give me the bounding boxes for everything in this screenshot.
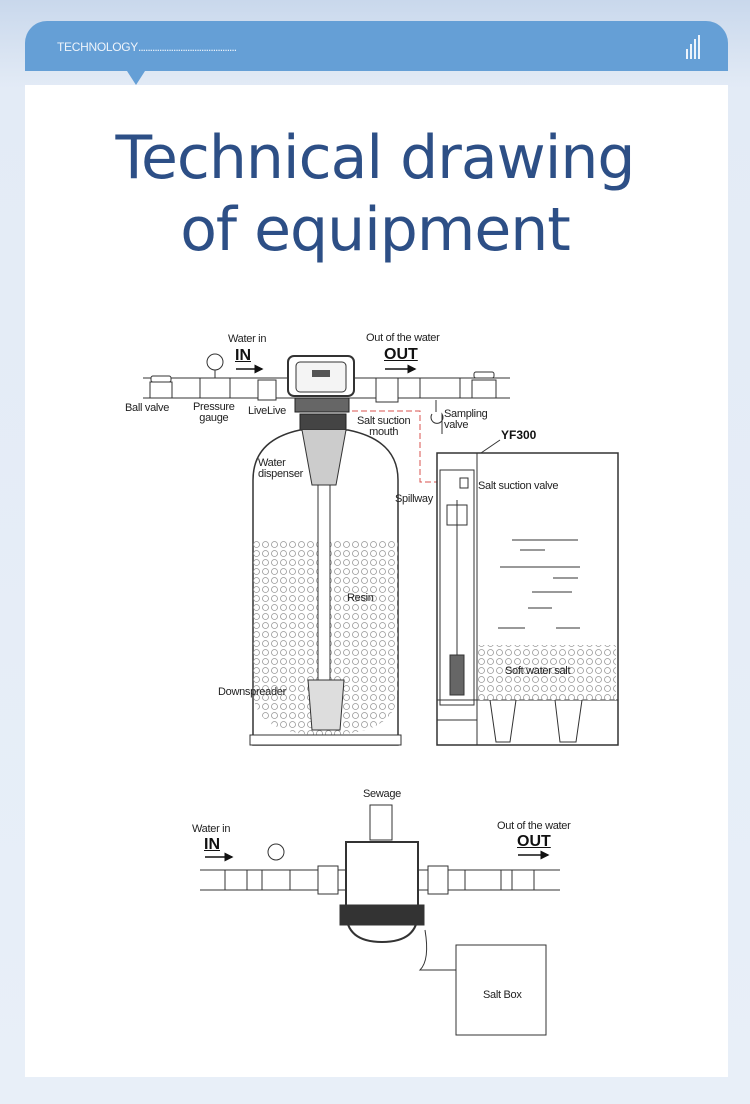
page-title: Technical drawing of equipment bbox=[0, 122, 750, 266]
water-dispenser-label: Water bbox=[258, 457, 286, 469]
header-pointer bbox=[127, 71, 145, 85]
sewage-label: Sewage bbox=[363, 788, 401, 800]
pressure-gauge-label-2: gauge bbox=[199, 412, 229, 424]
pressure-gauge-label: Pressure bbox=[193, 401, 235, 413]
out-label: OUT bbox=[384, 346, 418, 363]
salt-suction-valve-label: Salt suction valve bbox=[478, 480, 559, 492]
signal-bars-icon bbox=[686, 35, 700, 59]
live-label: LiveLive bbox=[248, 405, 286, 417]
brine-tank bbox=[436, 452, 619, 746]
water-out-label: Out of the water bbox=[366, 332, 440, 344]
water-dispenser-label-2: dispenser bbox=[258, 468, 303, 480]
spillway-label: Spillway bbox=[395, 493, 433, 505]
sampling-valve-label-2: valve bbox=[444, 419, 469, 431]
bottom-water-in-label: Water in bbox=[192, 823, 231, 835]
model-label: YF300 bbox=[501, 428, 537, 442]
water-in-label: Water in bbox=[228, 333, 267, 345]
bottom-water-out-label: Out of the water bbox=[497, 820, 571, 832]
control-valve bbox=[287, 355, 355, 431]
in-label: IN bbox=[235, 347, 251, 364]
downspreader-label: Downspreader bbox=[218, 686, 286, 698]
bottom-drawing bbox=[200, 804, 560, 1036]
soft-water-salt-label: Soft water salt bbox=[505, 665, 571, 677]
bottom-in-label: IN bbox=[204, 836, 220, 853]
bottom-out-label: OUT bbox=[517, 833, 551, 850]
section-header: TECHNOLOGY .............................… bbox=[25, 21, 728, 71]
salt-suction-mouth-label: Salt suction bbox=[357, 415, 411, 427]
salt-box-label: Salt Box bbox=[483, 989, 522, 1001]
sampling-valve-label: Sampling bbox=[444, 408, 488, 420]
section-dots: ........................................… bbox=[138, 40, 237, 54]
resin-label: Resin bbox=[347, 592, 374, 604]
ball-valve-label: Ball valve bbox=[125, 402, 170, 414]
resin-tank bbox=[249, 429, 402, 746]
section-label: TECHNOLOGY bbox=[57, 40, 139, 54]
title-line-1: Technical drawing bbox=[115, 123, 636, 193]
top-pipe bbox=[143, 353, 510, 434]
title-line-2: of equipment bbox=[180, 195, 571, 265]
salt-suction-mouth-label-2: mouth bbox=[369, 426, 399, 438]
